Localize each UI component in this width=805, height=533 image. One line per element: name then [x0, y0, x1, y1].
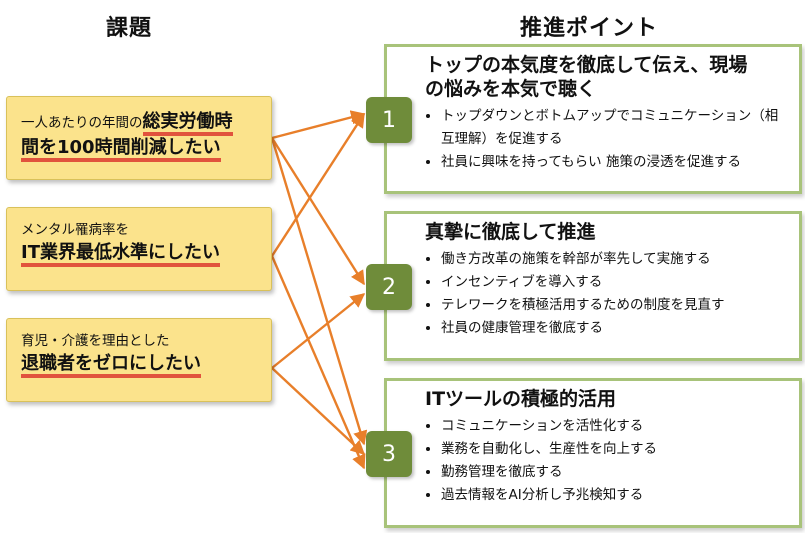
issue-2-line2: IT業界最低水準にしたい	[21, 242, 220, 267]
issue-1-line1-prefix: 一人あたりの年間の	[21, 115, 143, 131]
point-1-number-badge: 1	[366, 97, 412, 143]
point-3-bullet-4: 過去情報をAI分析し予兆検知する	[441, 484, 789, 507]
point-2-bullets: 働き方改革の施策を幹部が率先して実施する インセンティブを導入する テレワークを…	[425, 248, 789, 340]
issue-card-1: 一人あたりの年間の総実労働時 間を100時間削減したい	[6, 96, 272, 180]
point-2-bullet-2: インセンティブを導入する	[441, 271, 789, 294]
issues-header: 課題	[106, 16, 153, 41]
points-header: 推進ポイント	[520, 16, 659, 41]
point-box-1: トップの本気度を徹底して伝え、現場 の悩みを本気で聴く トップダウンとボトムアッ…	[384, 44, 802, 194]
point-3-bullet-1: コミュニケーションを活性化する	[441, 415, 789, 438]
arrow-issue1-point2	[270, 137, 366, 286]
issue-3-line1: 育児・介護を理由とした	[21, 333, 170, 349]
issue-1-line2: 間を100時間削減したい	[21, 137, 221, 162]
point-1-title-line1: トップの本気度を徹底して伝え、現場	[425, 54, 748, 76]
point-1-title-line2: の悩みを本気で聴く	[425, 78, 597, 100]
point-2-bullet-3: テレワークを積極活用するための制度を見直す	[441, 294, 789, 317]
point-2-title: 真摯に徹底して推進	[425, 221, 596, 243]
point-2-bullet-4: 社員の健康管理を徹底する	[441, 317, 789, 340]
point-box-2: 真摯に徹底して推進 働き方改革の施策を幹部が率先して実施する インセンティブを導…	[384, 211, 802, 361]
issue-card-2: メンタル罹病率を IT業界最低水準にしたい	[6, 207, 272, 291]
point-1-bullet-2: 社員に興味を持ってもらい 施策の浸透を促進する	[441, 151, 789, 174]
point-3-bullet-2: 業務を自動化し、生産性を向上する	[441, 438, 789, 461]
arrow-issue2-point3	[270, 255, 366, 470]
issue-2-line1: メンタル罹病率を	[21, 222, 129, 238]
arrow-issue1-point1	[271, 110, 366, 140]
arrow-issue3-point2	[271, 293, 366, 369]
point-1-bullet-1: トップダウンとボトムアップでコミュニケーション（相互理解）を促進する	[441, 105, 789, 151]
issue-1-line1-bold: 総実労働時	[142, 111, 233, 136]
point-1-bullets: トップダウンとボトムアップでコミュニケーション（相互理解）を促進する 社員に興味…	[425, 105, 789, 174]
issue-card-3: 育児・介護を理由とした 退職者をゼロにしたい	[6, 318, 272, 402]
point-box-3: ITツールの積極的活用 コミュニケーションを活性化する 業務を自動化し、生産性を…	[384, 378, 802, 528]
point-3-bullets: コミュニケーションを活性化する 業務を自動化し、生産性を向上する 勤務管理を徹底…	[425, 415, 789, 507]
point-3-title: ITツールの積極的活用	[425, 388, 617, 410]
issue-3-line2: 退職者をゼロにしたい	[21, 353, 201, 378]
arrow-issue1-point3	[270, 137, 368, 446]
arrow-issue2-point1	[270, 112, 366, 257]
point-2-number-badge: 2	[366, 264, 412, 310]
point-3-number-badge: 3	[366, 431, 412, 477]
point-2-bullet-1: 働き方改革の施策を幹部が率先して実施する	[441, 248, 789, 271]
arrow-issue3-point3	[271, 367, 366, 455]
point-3-bullet-3: 勤務管理を徹底する	[441, 461, 789, 484]
